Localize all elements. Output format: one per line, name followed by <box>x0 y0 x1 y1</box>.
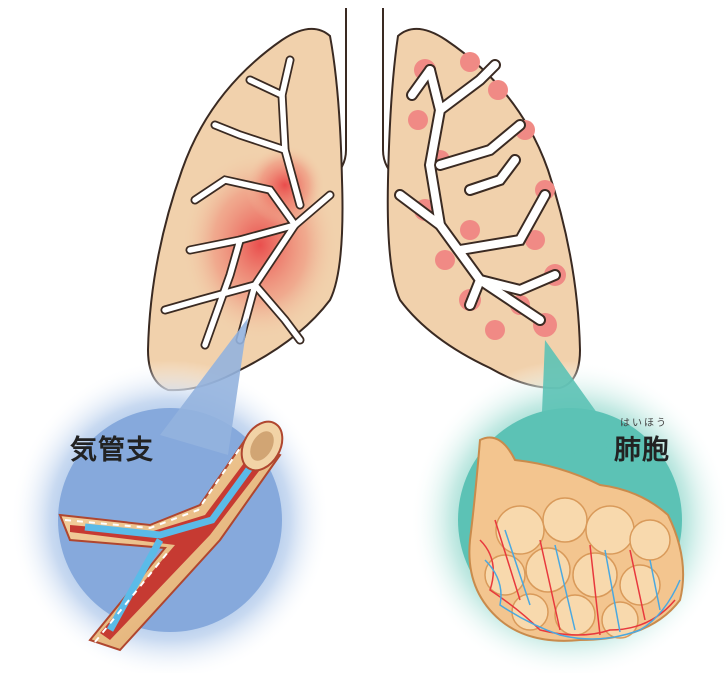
bronchi-label: 気管支 <box>70 428 154 467</box>
bronchi-callout <box>10 318 330 673</box>
alveoli-reading-label: はいほう <box>620 414 668 429</box>
right-lung <box>388 29 580 388</box>
alveoli-label: 肺胞 <box>614 428 670 467</box>
